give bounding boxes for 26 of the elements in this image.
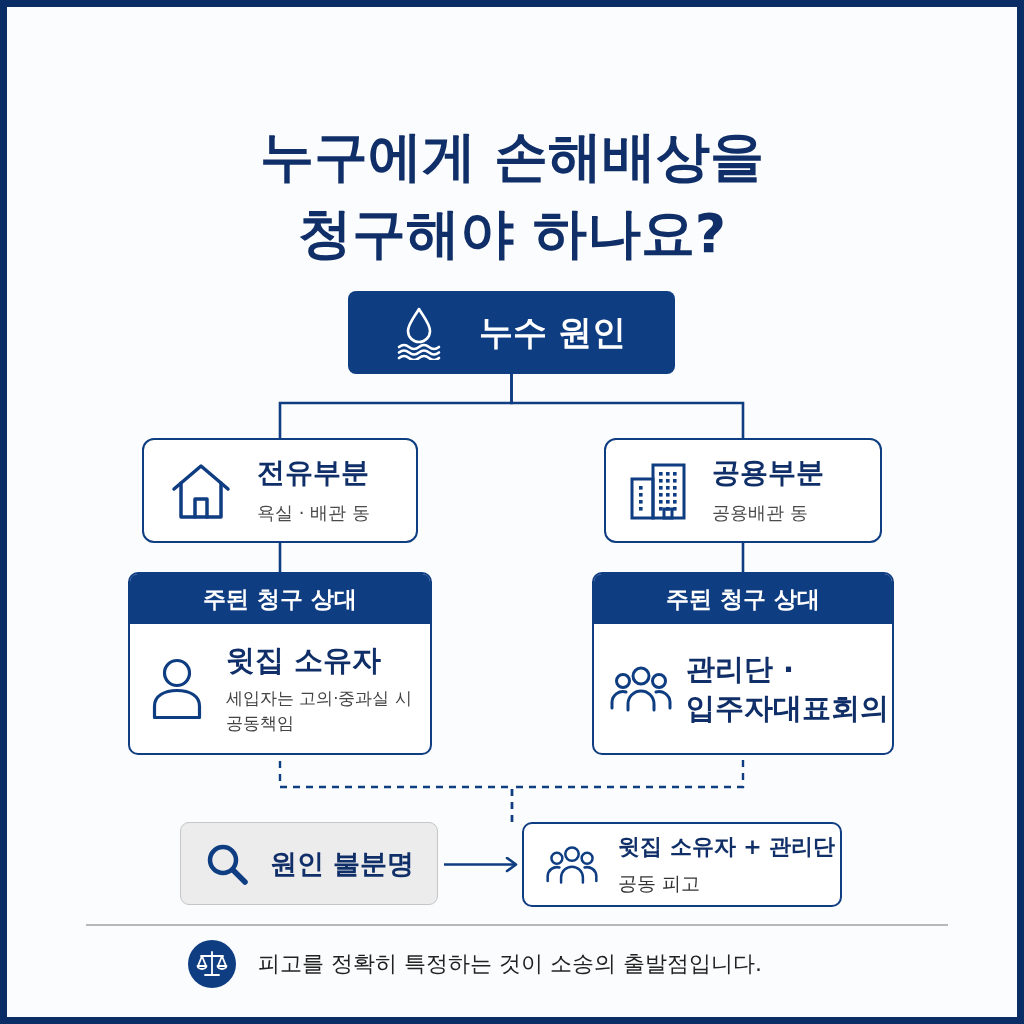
unclear-cause-box [180,822,438,905]
connector-line [278,543,282,572]
box-heading: 공용부분 [712,454,824,491]
defendant-card [592,572,894,755]
box-heading: 전유부분 [257,454,370,491]
category-card [604,438,882,543]
box-heading: 원인 불분명 [270,846,415,881]
box-subtext: 공용배관 동 [712,501,809,526]
cause-box [348,291,675,374]
main-title: 누구에게 손해배상을 청구해야 하나요? [258,124,766,267]
box-subtext: 욕실 · 배관 동 [257,501,370,526]
box-heading: 윗집 소유자 + 관리단 [618,832,836,861]
card-header-band: 주된 청구 상대 [130,574,430,624]
arrow [444,856,518,873]
box-heading: 관리단 · 입주자대표회의 [686,651,890,727]
defendant-card [128,572,432,755]
footer-note: 피고를 정확히 특정하는 것이 소송의 출발점입니다. [258,950,762,978]
box-subtext: 세입자는 고의·중과실 시 공동책임 [226,687,413,735]
category-card [142,438,418,543]
box-heading: 윗집 소유자 [226,641,383,679]
connector-line [741,543,745,572]
joint-defendant-card [522,822,842,907]
box-subtext: 공동 피고 [618,870,702,896]
connector-line [510,374,745,438]
card-header-band: 주된 청구 상대 [594,574,892,624]
box-heading: 누수 원인 [478,311,627,355]
